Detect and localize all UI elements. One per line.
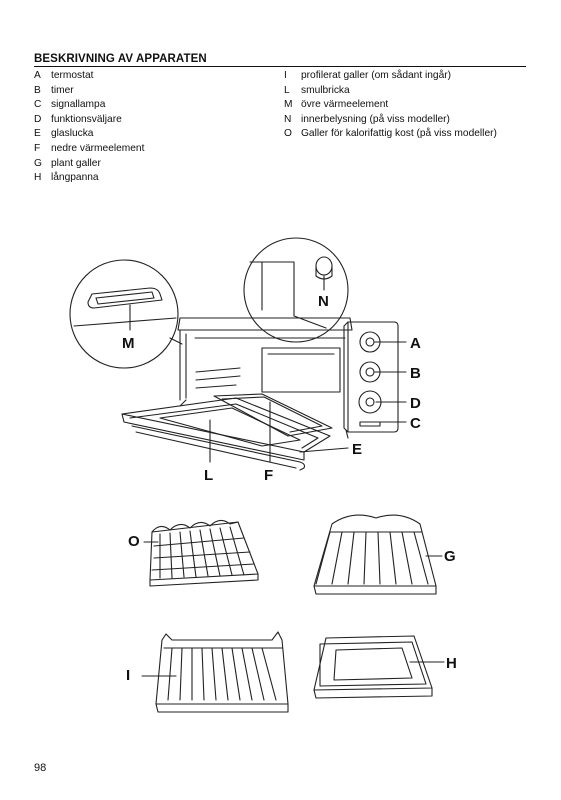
callout-l: L — [204, 467, 213, 484]
callout-d: D — [410, 395, 421, 412]
part-label: profilerat galler (om sådant ingår) — [301, 70, 452, 81]
zoom-detail-n — [243, 237, 349, 343]
callout-b: B — [410, 365, 421, 382]
leader-lines — [209, 341, 407, 463]
heading-rule — [34, 66, 526, 67]
part-key: L — [284, 84, 290, 96]
callout-o: O — [128, 533, 140, 550]
rack-o-illustration — [143, 519, 259, 587]
callout-i: I — [126, 667, 130, 684]
part-label: långpanna — [51, 172, 99, 184]
part-label: termostat — [51, 70, 94, 81]
part-key: E — [34, 128, 41, 140]
part-item: O Galler för kalorifattig kost (på viss m… — [284, 127, 497, 142]
part-label: övre värmeelement — [301, 99, 389, 111]
part-key: F — [34, 142, 41, 154]
part-label: funktionsväljare — [51, 113, 122, 125]
zoom-detail-m — [69, 259, 183, 369]
callout-m: M — [122, 335, 135, 352]
part-key: M — [284, 99, 293, 111]
callout-c: C — [410, 415, 421, 432]
tray-h-illustration — [313, 635, 445, 699]
part-label: smulbricka — [301, 84, 350, 96]
part-key: B — [34, 84, 41, 96]
part-label: Galler för kalorifattig kost (på viss mo… — [301, 128, 497, 140]
part-label: plant galler — [51, 157, 101, 169]
part-label: timer — [51, 84, 74, 96]
part-key: H — [34, 172, 42, 184]
callout-a: A — [410, 335, 421, 352]
part-key: O — [284, 128, 292, 140]
callout-f: F — [264, 467, 273, 484]
part-key: G — [34, 157, 42, 169]
callout-n: N — [318, 293, 329, 310]
part-key: I — [284, 70, 287, 81]
section-heading: BESKRIVNING AV APPARATEN — [34, 53, 207, 65]
part-key: N — [284, 113, 292, 125]
part-label: innerbelysning (på viss modeller) — [301, 113, 450, 125]
part-key: C — [34, 99, 42, 111]
part-key: A — [34, 70, 41, 81]
part-label: signallampa — [51, 99, 106, 111]
part-label: glaslucka — [51, 128, 94, 140]
rack-g-illustration — [313, 514, 443, 595]
callout-h: H — [446, 655, 457, 672]
callout-g: G — [444, 548, 456, 565]
part-key: D — [34, 113, 42, 125]
page-number: 98 — [34, 762, 47, 774]
rack-i-illustration — [141, 631, 289, 713]
callout-e: E — [352, 441, 362, 458]
oven-illustration — [121, 317, 399, 471]
part-label: nedre värmeelement — [51, 142, 145, 154]
